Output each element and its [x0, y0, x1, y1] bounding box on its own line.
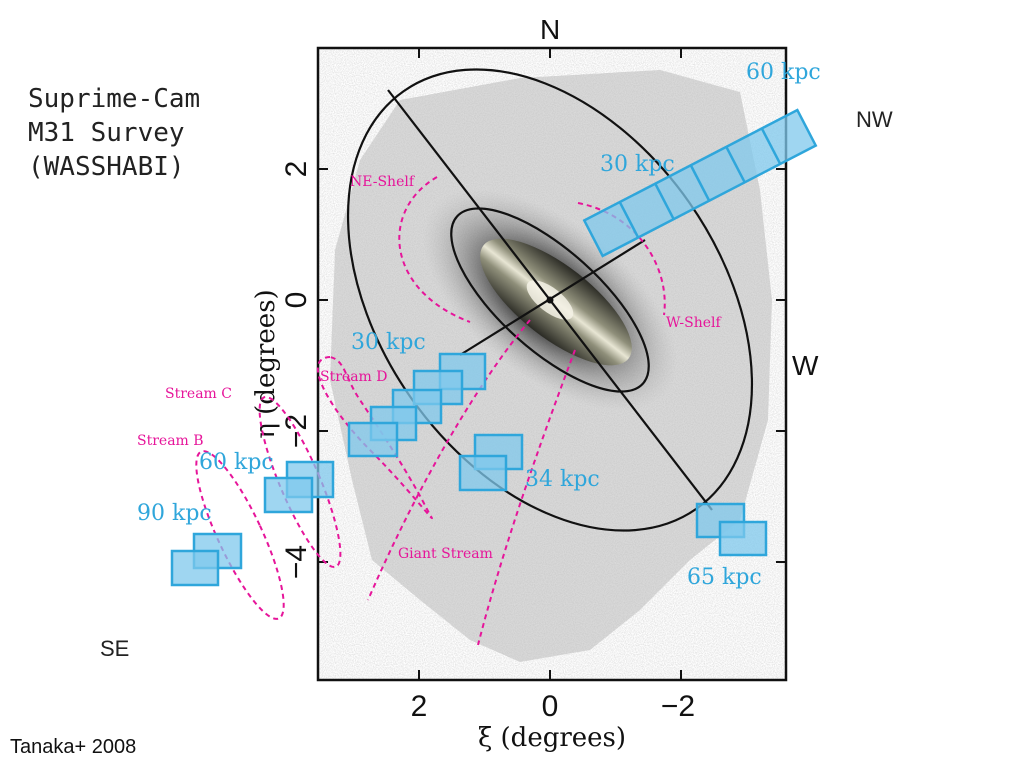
- x-axis-label: ξ (degrees): [478, 723, 626, 753]
- label-stream-c: Stream C: [165, 386, 232, 402]
- y-tick-minus-2: −2: [280, 414, 313, 448]
- minor-axis-line: [459, 239, 646, 356]
- citation: Tanaka+ 2008: [10, 736, 137, 758]
- stream-b-outline: [195, 450, 285, 620]
- giant-stream-east-edge: [367, 319, 531, 601]
- label-sw-65-kpc: 65 kpc: [687, 565, 762, 590]
- y-tick-minus-4: −4: [280, 545, 313, 579]
- label-se-30-kpc: 30 kpc: [351, 330, 426, 355]
- compass-north: N: [540, 14, 561, 45]
- label-nw-60-kpc: 60 kpc: [746, 60, 821, 85]
- se-outer-field-2: [170, 549, 220, 587]
- y-tick-2: 2: [280, 161, 313, 178]
- axis-ticks: [318, 48, 786, 680]
- sw-field-2: [718, 520, 768, 557]
- se-mid-field-2: [263, 476, 314, 514]
- survey-title-line-3: (WASSHABI): [28, 152, 185, 182]
- stream-d-outline: [316, 355, 433, 520]
- survey-title-line-2: M31 Survey: [28, 118, 185, 148]
- label-w-shelf: W-Shelf: [666, 315, 722, 331]
- survey-title: Suprime-Cam M31 Survey (WASSHABI): [28, 82, 200, 184]
- y-tick-0: 0: [280, 292, 313, 309]
- label-giant-stream: Giant Stream: [398, 546, 493, 562]
- label-nw-30-kpc: 30 kpc: [600, 152, 675, 177]
- survey-title-line-1: Suprime-Cam: [28, 84, 201, 114]
- nw-field-strip: [582, 108, 818, 258]
- south-field-2: [458, 454, 508, 492]
- x-tick-0: 0: [542, 690, 559, 723]
- label-south-34-kpc: 34 kpc: [525, 467, 600, 492]
- x-tick-minus-2: −2: [661, 690, 695, 723]
- x-tick-2: 2: [411, 690, 428, 723]
- label-se-60-kpc: 60 kpc: [199, 450, 274, 475]
- label-se-90-kpc: 90 kpc: [137, 501, 212, 526]
- plot-frame: [316, 46, 788, 682]
- giant-stream-west-edge: [477, 349, 576, 646]
- label-ne-shelf: NE-Shelf: [350, 174, 416, 190]
- se-inner-field-5: [347, 421, 399, 458]
- label-stream-d: Stream D: [320, 369, 388, 385]
- compass-southeast: SE: [100, 636, 130, 661]
- w-shelf-outline: [577, 202, 666, 316]
- y-axis-label: η (degrees): [251, 289, 281, 438]
- compass-northwest: NW: [856, 107, 893, 132]
- survey-fields: [170, 108, 818, 587]
- galaxy-center-marker: [546, 296, 554, 304]
- compass-west: W: [792, 350, 819, 381]
- label-stream-b: Stream B: [137, 433, 204, 449]
